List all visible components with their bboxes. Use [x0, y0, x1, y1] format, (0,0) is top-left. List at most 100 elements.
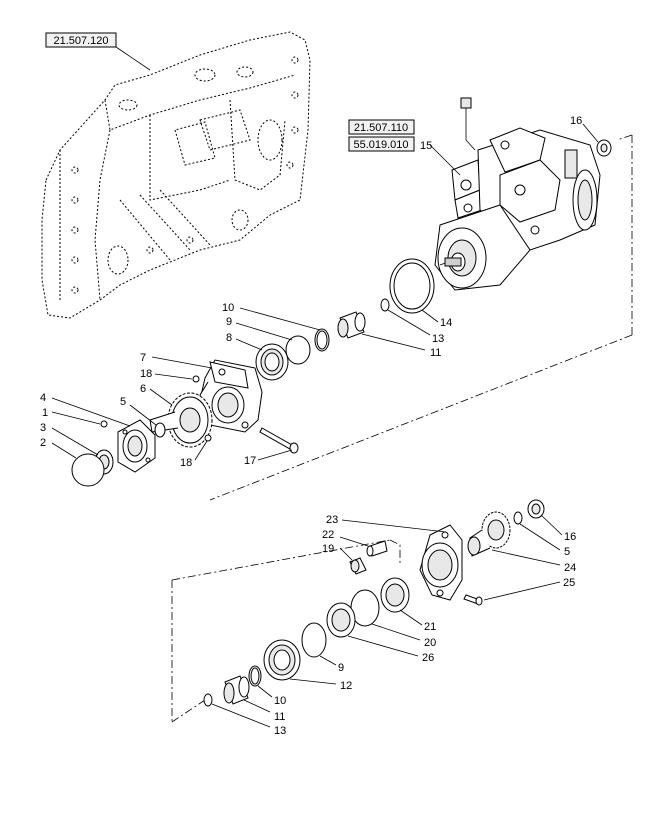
callout-5-lower-leader	[519, 523, 561, 551]
callout-3[interactable]: 3	[40, 422, 46, 434]
o-ring-9-lower[interactable]	[301, 622, 327, 658]
callout-26[interactable]: 26	[422, 652, 434, 664]
callout-2-leader	[51, 442, 77, 459]
housing-reference-label: 21.507.120	[53, 35, 108, 47]
callout-20-leader	[371, 623, 421, 641]
callout-19[interactable]: 19	[322, 543, 334, 555]
callout-16-lower[interactable]: 16	[564, 531, 576, 543]
callout-11-lower[interactable]: 11	[274, 711, 285, 723]
snap-ring-10-lower[interactable]	[248, 665, 262, 687]
callout-20[interactable]: 20	[424, 637, 436, 649]
sleeve-11-upper[interactable]	[337, 311, 366, 339]
callout-4[interactable]: 4	[40, 392, 46, 404]
callout-11-upper-leader	[361, 333, 426, 351]
callout-10-lower[interactable]: 10	[274, 695, 286, 707]
snap-ring-5-upper[interactable]	[154, 422, 166, 438]
housing-reference-box[interactable]: 21.507.120	[45, 32, 117, 48]
bearing-housing-23[interactable]	[419, 524, 463, 601]
o-ring-9-upper[interactable]	[285, 335, 311, 365]
callout-7-leader	[151, 356, 213, 369]
callout-9-lower[interactable]: 9	[338, 662, 344, 674]
callout-14-leader	[421, 309, 439, 323]
callout-7[interactable]: 7	[140, 352, 146, 364]
callout-21-leader	[399, 609, 423, 626]
callout-6[interactable]: 6	[140, 383, 146, 395]
seal-21[interactable]	[380, 577, 410, 613]
callout-5-lower[interactable]: 5	[564, 546, 570, 558]
screw-1[interactable]	[100, 420, 108, 428]
o-ring-2[interactable]	[71, 453, 105, 487]
bearing-cover-4[interactable]	[117, 419, 156, 473]
callout-17-leader	[257, 449, 293, 461]
callout-19-leader	[339, 547, 353, 561]
callout-9-upper[interactable]: 9	[226, 316, 232, 328]
gear-housing-7[interactable]	[199, 359, 263, 433]
screw-18-lower[interactable]	[204, 434, 212, 442]
callout-8-leader	[235, 338, 263, 351]
callout-13-lower-leader	[211, 703, 271, 728]
callout-2[interactable]: 2	[40, 437, 46, 449]
plug-16-lower[interactable]	[527, 499, 545, 519]
callout-1[interactable]: 1	[42, 407, 48, 419]
seal-8[interactable]	[255, 343, 289, 381]
callout-14[interactable]: 14	[440, 317, 452, 329]
callout-10-lower-leader	[257, 685, 273, 698]
callout-16-lower-leader	[540, 514, 563, 536]
callout-3-leader	[51, 427, 99, 456]
callout-13-lower[interactable]: 13	[274, 725, 286, 737]
plug-16-upper[interactable]	[596, 139, 612, 157]
callout-11-lower-leader	[243, 699, 271, 713]
fitting-22[interactable]	[366, 540, 388, 557]
callout-18-upper[interactable]: 18	[140, 368, 152, 380]
callout-18-lower[interactable]: 18	[180, 457, 192, 469]
callout-25-leader	[483, 581, 561, 601]
sleeve-19[interactable]	[349, 557, 367, 575]
snap-ring-10-upper[interactable]	[314, 328, 330, 352]
callout-23-leader	[341, 519, 447, 533]
callout-10-upper[interactable]: 10	[222, 302, 234, 314]
callout-22-leader	[339, 536, 369, 547]
callout-16-upper[interactable]: 16	[570, 115, 582, 127]
callout-12[interactable]: 12	[340, 680, 352, 692]
callout-15-leader	[429, 144, 461, 176]
callout-9-lower-leader	[319, 655, 337, 666]
callout-5-upper[interactable]: 5	[120, 396, 126, 408]
callout-6-leader	[149, 388, 173, 406]
callout-18-upper-leader	[154, 373, 193, 380]
callout-25[interactable]: 25	[563, 577, 575, 589]
callout-23[interactable]: 23	[326, 514, 338, 526]
callout-11-upper[interactable]: 11	[430, 347, 441, 359]
pump-reference-label-b: 55.019.010	[353, 139, 408, 151]
pump-reference-box-a[interactable]: 21.507.110	[348, 119, 415, 135]
callout-10-upper-leader	[239, 307, 321, 331]
callout-15[interactable]: 15	[420, 140, 432, 152]
callout-16-upper-leader	[582, 123, 599, 143]
seal-12[interactable]	[263, 639, 301, 681]
pump-reference-label-a: 21.507.110	[354, 122, 408, 134]
sleeve-11-lower[interactable]	[223, 675, 250, 705]
gear-6[interactable]	[149, 392, 213, 448]
callout-13-upper-leader	[387, 309, 431, 336]
seal-26[interactable]	[326, 602, 356, 638]
callout-9-upper-leader	[235, 322, 293, 341]
hydraulic-pump-assembly[interactable]	[434, 97, 601, 291]
screw-18-upper[interactable]	[192, 375, 200, 383]
callout-24[interactable]: 24	[564, 562, 576, 574]
callout-8[interactable]: 8	[226, 332, 232, 344]
callout-4-leader	[51, 397, 131, 427]
callout-17[interactable]: 17	[244, 455, 256, 467]
bolt-17[interactable]	[259, 427, 299, 454]
callout-24-leader	[491, 549, 561, 566]
snap-ring-13-upper[interactable]	[380, 298, 390, 312]
bolt-25[interactable]	[463, 594, 483, 606]
pump-reference-box-b[interactable]: 55.019.010	[348, 136, 415, 152]
callout-13-upper[interactable]: 13	[432, 333, 444, 345]
snap-ring-13-lower[interactable]	[203, 693, 213, 707]
callout-21[interactable]: 21	[424, 621, 436, 633]
callout-22[interactable]: 22	[322, 529, 334, 541]
gear-shaft-24[interactable]	[467, 511, 511, 557]
snap-ring-5-lower[interactable]	[513, 511, 523, 525]
o-ring-14[interactable]	[389, 258, 435, 314]
callout-1-leader	[51, 411, 101, 425]
